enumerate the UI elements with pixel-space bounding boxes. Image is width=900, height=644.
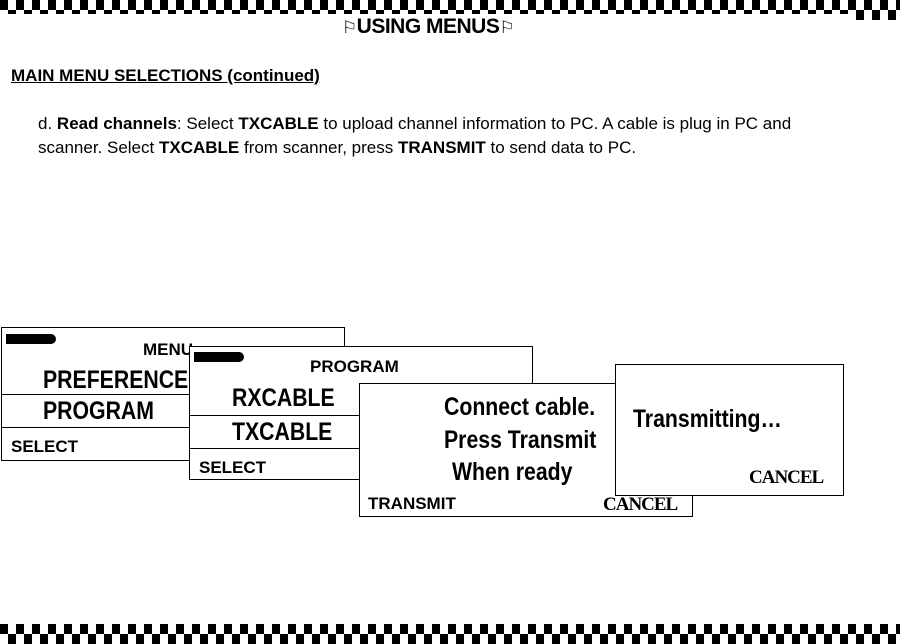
- section-title: MAIN MENU SELECTIONS (continued): [11, 66, 320, 85]
- cancel-softkey[interactable]: CANCEL: [749, 467, 824, 488]
- transmitting-screen: Transmitting… CANCEL: [615, 364, 844, 496]
- page-title: ⚐USING MENUS⚐: [0, 14, 856, 41]
- instruction-text: : Select: [176, 114, 239, 133]
- page-title-text: USING MENUS: [356, 15, 500, 38]
- transmit-softkey[interactable]: TRANSMIT: [368, 494, 456, 513]
- cursor-marker-icon: [194, 352, 244, 362]
- instruction-text: to send data to PC.: [485, 138, 637, 157]
- select-softkey[interactable]: SELECT: [11, 437, 79, 456]
- cancel-softkey[interactable]: CANCEL: [603, 494, 678, 515]
- txcable-keyword: TXCABLE: [158, 138, 240, 157]
- transmitting-message: Transmitting…: [633, 405, 782, 433]
- divider: [2, 427, 344, 428]
- menu-item-txcable[interactable]: TXCABLE: [232, 418, 333, 446]
- instruction-text: from scanner, press: [239, 138, 398, 157]
- instruction-text: to upload channel information to PC. A c…: [38, 114, 792, 157]
- program-screen-title: PROGRAM: [310, 357, 399, 376]
- menu-screen-title: MENU: [143, 340, 194, 359]
- flag-icon: ⚐: [499, 18, 515, 37]
- transmit-keyword: TRANSMIT: [397, 138, 486, 157]
- divider: [2, 394, 344, 395]
- menu-item-program[interactable]: PROGRAM: [43, 397, 154, 425]
- menu-item-preferences[interactable]: PREFERENCES: [43, 366, 203, 394]
- instruction-paragraph: d. Read channels: Select TXCABLE to uplo…: [38, 112, 848, 160]
- step-heading: Read channels: [56, 114, 177, 133]
- connect-message-line: When ready: [452, 458, 573, 486]
- flag-icon: ⚐: [341, 18, 357, 37]
- txcable-keyword: TXCABLE: [238, 114, 319, 133]
- connect-message-line: Connect cable.: [444, 393, 596, 421]
- checkered-border-bottom: [0, 624, 900, 644]
- cursor-marker-icon: [6, 334, 56, 344]
- step-label: d.: [38, 114, 53, 133]
- select-softkey[interactable]: SELECT: [199, 458, 267, 477]
- connect-message-line: Press Transmit: [444, 426, 597, 454]
- menu-item-rxcable[interactable]: RXCABLE: [232, 384, 335, 412]
